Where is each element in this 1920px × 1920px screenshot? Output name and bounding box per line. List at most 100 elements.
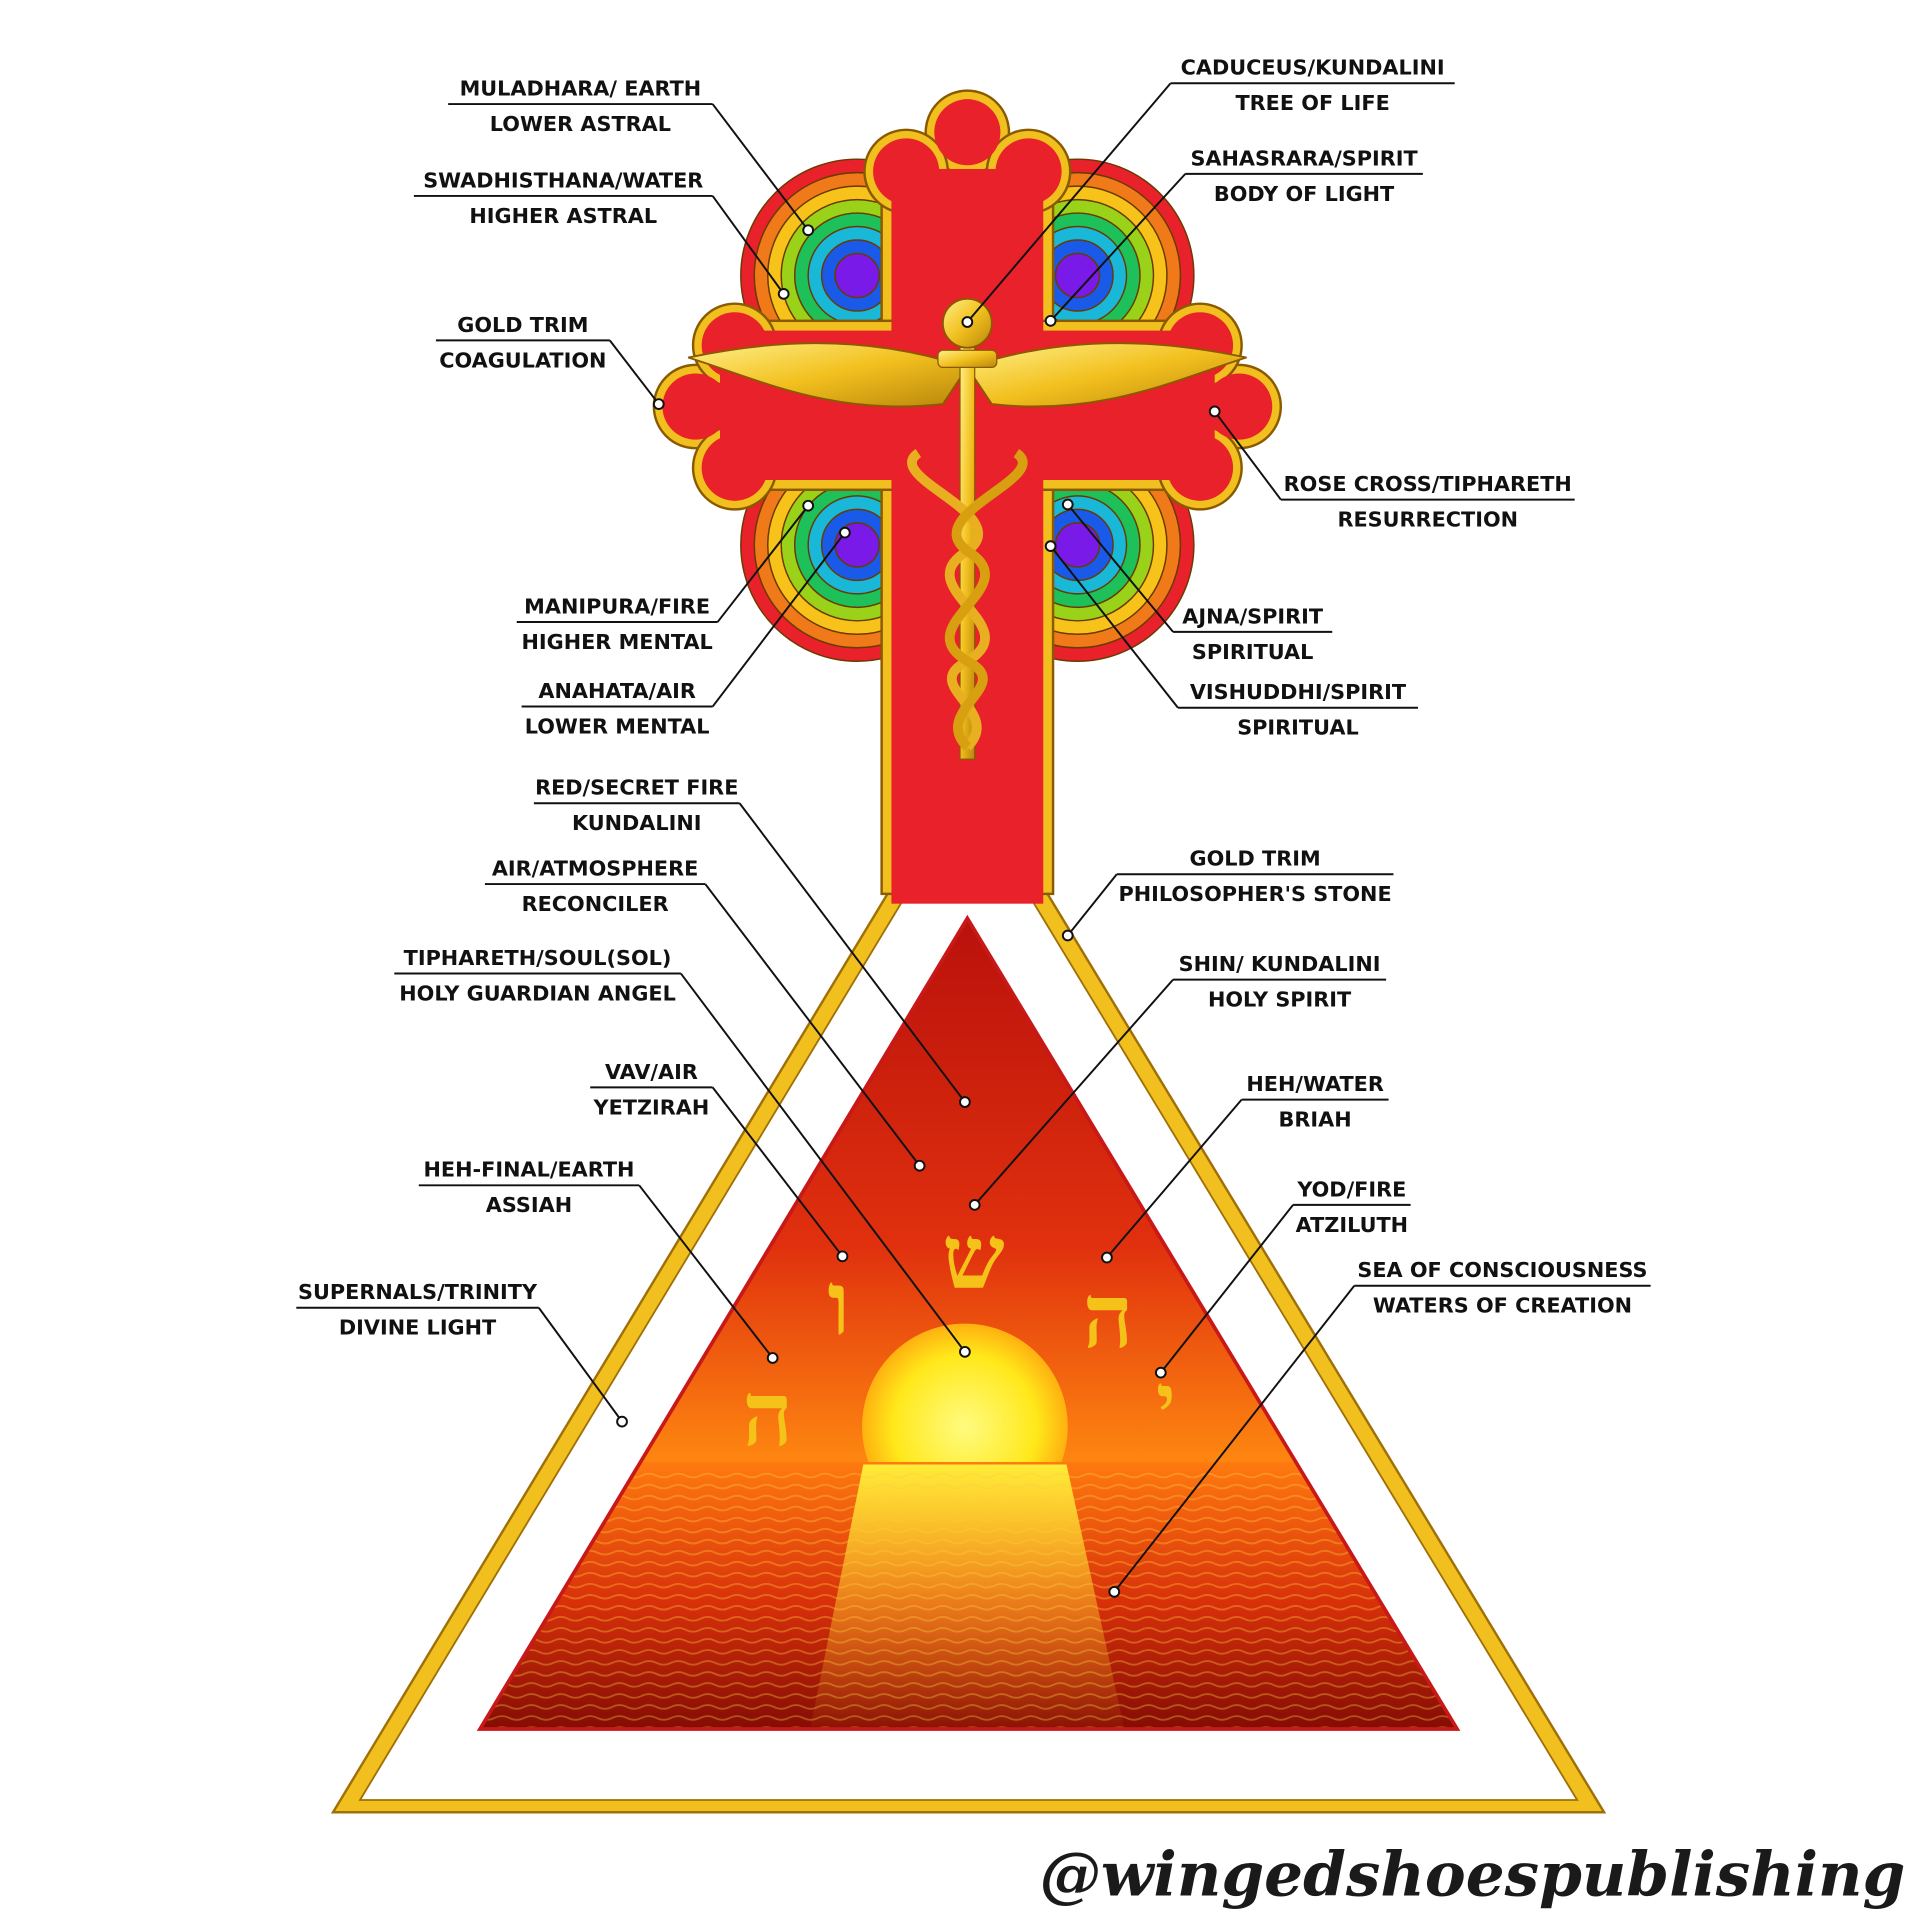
label-subtitle: LOWER MENTAL xyxy=(525,714,710,738)
label-subtitle: HOLY GUARDIAN ANGEL xyxy=(399,981,676,1005)
leader-dot xyxy=(839,526,851,539)
label-title: HEH-FINAL/EARTH xyxy=(424,1158,635,1182)
sea-wave xyxy=(480,1571,1458,1578)
label-title: GOLD TRIM xyxy=(457,313,588,337)
label-shin-kundalini: SHIN/ KUNDALINI HOLY SPIRIT xyxy=(968,952,1387,1211)
leader-line xyxy=(1213,410,1282,501)
sea-wave xyxy=(480,1671,1458,1677)
leader-dot xyxy=(802,224,815,237)
label-title: AJNA/SPIRIT xyxy=(1182,604,1324,628)
label-subtitle: YETZIRAH xyxy=(593,1095,710,1119)
leader-line xyxy=(704,883,921,1167)
label-subtitle: RESURRECTION xyxy=(1337,508,1518,532)
leader-line xyxy=(738,802,966,1103)
watermark: @wingedshoespublishing xyxy=(1040,1840,1906,1911)
label-subtitle: SPIRITUAL xyxy=(1237,716,1359,740)
hebrew-vav: ו xyxy=(827,1252,850,1356)
leader-line xyxy=(711,532,846,708)
label-vav-air: VAV/AIR YETZIRAH xyxy=(590,1060,849,1263)
leader-dot xyxy=(961,316,974,328)
label-subtitle: HOLY SPIRIT xyxy=(1208,988,1352,1012)
leader-line xyxy=(638,1184,774,1359)
caduceus xyxy=(687,297,1247,760)
leader-dot xyxy=(1044,540,1057,552)
leader-line xyxy=(1113,1285,1356,1593)
leader-line xyxy=(711,103,809,231)
leader-line xyxy=(711,195,785,295)
label-subtitle: RECONCILER xyxy=(522,892,669,916)
sea-wave xyxy=(480,1616,1458,1622)
label-title: GOLD TRIM xyxy=(1190,847,1321,871)
label-subtitle: KUNDALINI xyxy=(572,811,702,835)
leader-line xyxy=(1106,1098,1243,1259)
label-subtitle: LOWER ASTRAL xyxy=(490,112,671,136)
sea-wave xyxy=(480,1538,1458,1545)
label-subtitle: BODY OF LIGHT xyxy=(1214,182,1395,206)
leader-dot xyxy=(616,1415,628,1428)
label-heh-final-earth: HEH-FINAL/EARTH ASSIAH xyxy=(418,1158,779,1364)
leader-line xyxy=(711,1086,844,1257)
label-title: SEA OF CONSCIOUSNESS xyxy=(1357,1258,1647,1282)
label-title: YOD/FIRE xyxy=(1296,1177,1406,1201)
label-ajna: AJNA/SPIRIT SPIRITUAL xyxy=(1061,498,1333,664)
hebrew-shin: ש xyxy=(942,1205,1004,1309)
sea-wave xyxy=(480,1593,1458,1600)
leader-line xyxy=(966,82,1172,323)
leader-line xyxy=(1049,545,1179,709)
label-subtitle: WATERS OF CREATION xyxy=(1373,1294,1632,1318)
label-title: MANIPURA/FIRE xyxy=(524,594,710,618)
label-subtitle: PHILOSOPHER'S STONE xyxy=(1119,882,1392,906)
leader-line xyxy=(1066,873,1118,937)
sea-wave xyxy=(480,1560,1458,1567)
leader-dot xyxy=(766,1352,779,1364)
label-title: SWADHISTHANA/WATER xyxy=(423,168,703,192)
label-supernals-trinity: SUPERNALS/TRINITY DIVINE LIGHT xyxy=(296,1280,628,1428)
label-subtitle: DIVINE LIGHT xyxy=(339,1316,497,1340)
sea-wave xyxy=(480,1704,1458,1710)
leader-dot xyxy=(1208,405,1221,418)
label-subtitle: ATZILUTH xyxy=(1296,1213,1408,1237)
sea-wave xyxy=(480,1527,1458,1534)
leader-dot xyxy=(777,288,790,300)
label-title: SHIN/ KUNDALINI xyxy=(1179,952,1381,976)
label-title: VAV/AIR xyxy=(605,1060,698,1084)
sea-wave xyxy=(480,1582,1458,1589)
leader-dot xyxy=(802,499,815,512)
sea-wave xyxy=(480,1682,1458,1688)
label-title: ROSE CROSS/TIPHARETH xyxy=(1284,472,1572,496)
leader-line xyxy=(1049,173,1187,322)
label-air-atmosphere: AIR/ATMOSPHERE RECONCILER xyxy=(484,857,926,1172)
leader-line xyxy=(609,339,660,405)
leader-dot xyxy=(968,1199,981,1211)
label-title: AIR/ATMOSPHERE xyxy=(492,857,699,881)
leader-dot xyxy=(1154,1366,1167,1379)
sea-wave xyxy=(480,1649,1458,1655)
leader-line xyxy=(716,505,809,623)
sea-wave xyxy=(480,1660,1458,1666)
label-subtitle: SPIRITUAL xyxy=(1192,640,1314,664)
hebrew-yod: י xyxy=(1156,1359,1175,1445)
leader-dot xyxy=(652,398,665,410)
leader-dot xyxy=(1044,314,1057,327)
label-title: SUPERNALS/TRINITY xyxy=(298,1280,538,1304)
lotus-petal-ring xyxy=(834,252,880,299)
label-title: HEH/WATER xyxy=(1246,1072,1384,1096)
sea-wave xyxy=(480,1549,1458,1556)
label-subtitle: ASSIAH xyxy=(486,1193,572,1217)
lotus-petal-ring xyxy=(1054,252,1101,299)
sea-wave xyxy=(480,1516,1458,1523)
label-rose-cross: ROSE CROSS/TIPHARETH RESURRECTION xyxy=(1208,405,1575,532)
label-tiphareth-soul: TIPHARETH/SOUL(SOL)HOLY GUARDIAN ANGEL xyxy=(394,946,971,1358)
